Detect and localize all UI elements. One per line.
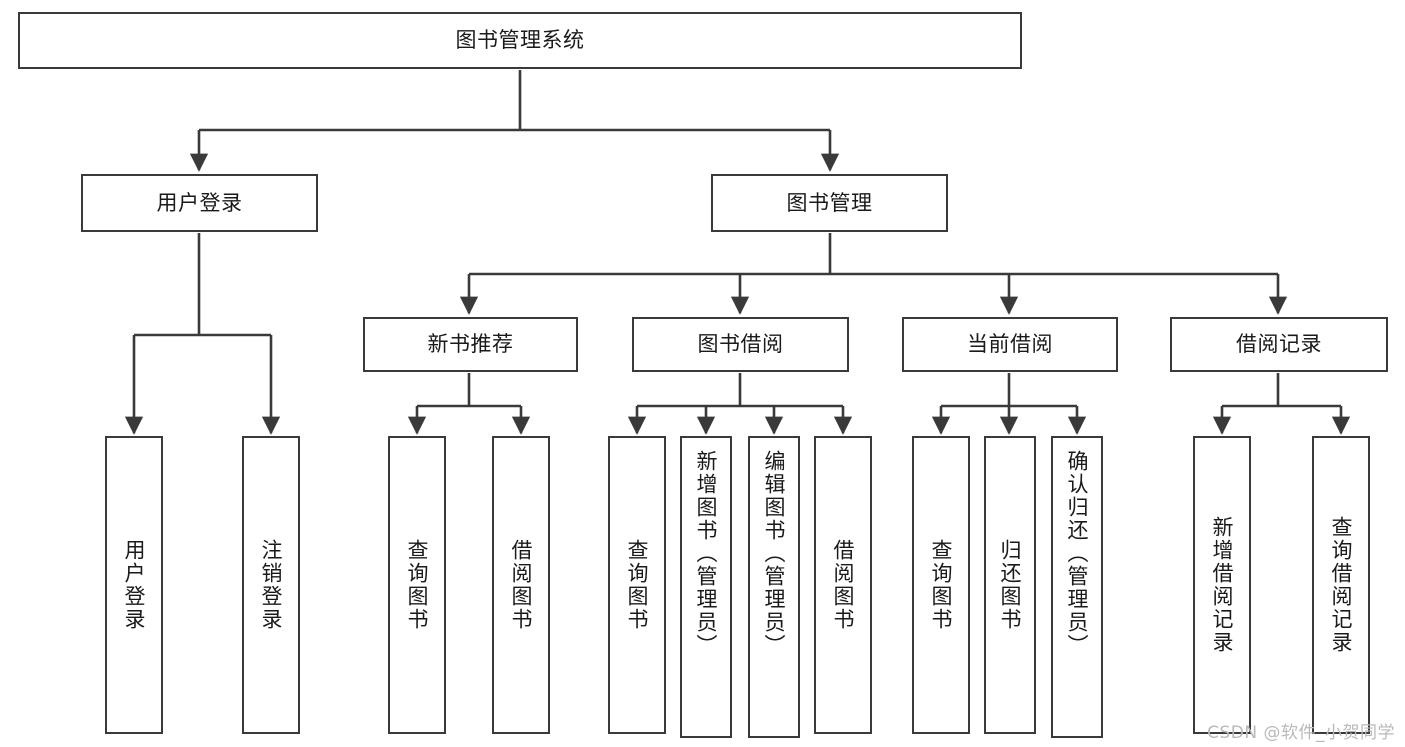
node-leaf-add-record-label: 新增借阅记录: [1210, 516, 1235, 654]
node-user-login-label: 用户登录: [156, 190, 243, 215]
node-book-management[interactable]: 图书管理: [711, 174, 948, 232]
node-leaf-query-record-label: 查询借阅记录: [1329, 516, 1354, 654]
node-leaf-query-book-3-label: 查询图书: [929, 539, 954, 631]
node-user-login[interactable]: 用户登录: [81, 174, 318, 232]
node-new-book-recommend-label: 新书推荐: [427, 332, 514, 357]
node-leaf-return-book-label: 归还图书: [998, 539, 1023, 631]
node-leaf-borrow-book-2-label: 借阅图书: [831, 539, 856, 631]
node-root[interactable]: 图书管理系统: [18, 12, 1022, 69]
node-book-management-label: 图书管理: [786, 190, 873, 215]
node-leaf-borrow-book-1-label: 借阅图书: [509, 539, 534, 631]
node-leaf-edit-book-label: 编辑图书（管理员）: [762, 450, 787, 657]
node-leaf-query-book-3[interactable]: 查询图书: [912, 436, 970, 734]
node-borrow-record-label: 借阅记录: [1236, 332, 1322, 357]
node-leaf-user-login[interactable]: 用户登录: [105, 436, 163, 734]
node-leaf-logout-login-label: 注销登录: [259, 539, 284, 631]
node-leaf-confirm-return[interactable]: 确认归还（管理员）: [1051, 436, 1103, 738]
node-leaf-return-book[interactable]: 归还图书: [984, 436, 1036, 734]
node-root-label: 图书管理系统: [455, 28, 585, 53]
node-book-borrow[interactable]: 图书借阅: [632, 317, 849, 372]
node-book-borrow-label: 图书借阅: [697, 332, 784, 357]
node-current-borrow-label: 当前借阅: [967, 332, 1053, 357]
node-leaf-query-book-2[interactable]: 查询图书: [608, 436, 666, 734]
node-leaf-add-record[interactable]: 新增借阅记录: [1193, 436, 1251, 734]
node-leaf-borrow-book-1[interactable]: 借阅图书: [492, 436, 550, 734]
node-leaf-add-book-label: 新增图书（管理员）: [694, 450, 719, 657]
node-leaf-query-record[interactable]: 查询借阅记录: [1312, 436, 1370, 734]
node-leaf-user-login-label: 用户登录: [122, 539, 147, 631]
node-leaf-confirm-return-label: 确认归还（管理员）: [1065, 450, 1090, 657]
node-leaf-borrow-book-2[interactable]: 借阅图书: [814, 436, 872, 734]
node-leaf-query-book-1-label: 查询图书: [405, 539, 430, 631]
node-current-borrow[interactable]: 当前借阅: [902, 317, 1118, 372]
node-leaf-edit-book[interactable]: 编辑图书（管理员）: [748, 436, 800, 738]
node-leaf-query-book-2-label: 查询图书: [625, 539, 650, 631]
node-leaf-query-book-1[interactable]: 查询图书: [388, 436, 446, 734]
node-new-book-recommend[interactable]: 新书推荐: [363, 317, 578, 372]
node-borrow-record[interactable]: 借阅记录: [1170, 317, 1388, 372]
watermark-text: CSDN @软件_小贺同学: [1207, 723, 1395, 743]
node-leaf-logout-login[interactable]: 注销登录: [242, 436, 300, 734]
node-leaf-add-book[interactable]: 新增图书（管理员）: [680, 436, 732, 738]
